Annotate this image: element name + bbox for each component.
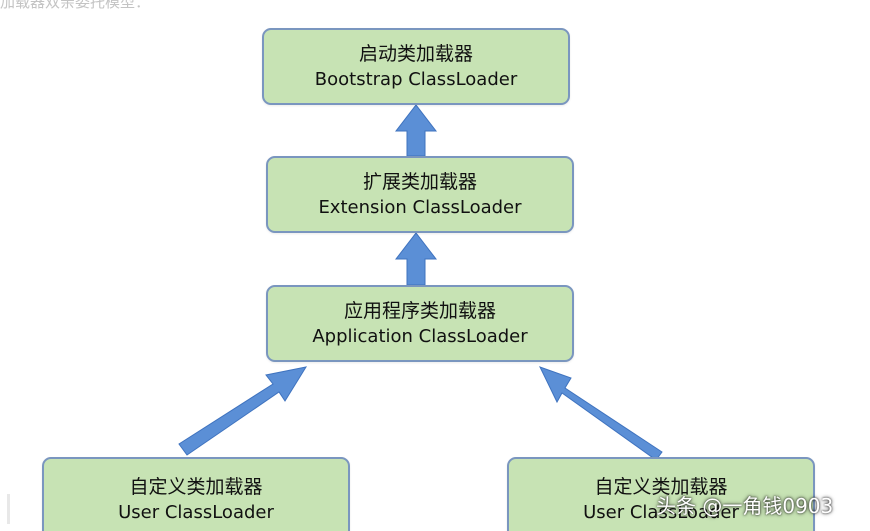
arrow-user-right-to-application bbox=[539, 366, 663, 461]
node-label-en: User ClassLoader bbox=[118, 501, 274, 523]
node-label-zh: 应用程序类加载器 bbox=[343, 300, 496, 322]
diagram-caption: 加载器双亲委托模型： bbox=[0, 0, 151, 11]
node-extension-classloader: 扩展类加载器 Extension ClassLoader bbox=[266, 156, 574, 233]
node-label-en: Application ClassLoader bbox=[312, 326, 528, 347]
node-label-zh: 自定义类加载器 bbox=[594, 475, 728, 498]
edge-mark bbox=[7, 494, 10, 524]
node-application-classloader: 应用程序类加载器 Application ClassLoader bbox=[266, 285, 574, 362]
arrow-extension-to-bootstrap bbox=[394, 104, 438, 157]
node-label-zh: 扩展类加载器 bbox=[362, 171, 477, 193]
node-label-en: Bootstrap ClassLoader bbox=[314, 69, 518, 90]
watermark-text: 头条 @一角钱0903 bbox=[656, 494, 834, 518]
node-user-classloader-left: 自定义类加载器 User ClassLoader bbox=[42, 457, 350, 531]
node-user-classloader-right: 自定义类加载器 User ClassLoader bbox=[507, 457, 815, 531]
node-label-zh: 启动类加载器 bbox=[358, 43, 473, 65]
node-label-en: Extension ClassLoader bbox=[318, 197, 522, 218]
node-bootstrap-classloader: 启动类加载器 Bootstrap ClassLoader bbox=[262, 28, 570, 105]
node-label-zh: 自定义类加载器 bbox=[129, 475, 263, 498]
node-label-en: User ClassLoader bbox=[583, 501, 739, 523]
arrow-user-left-to-application bbox=[178, 366, 308, 456]
arrow-application-to-extension bbox=[394, 232, 438, 286]
